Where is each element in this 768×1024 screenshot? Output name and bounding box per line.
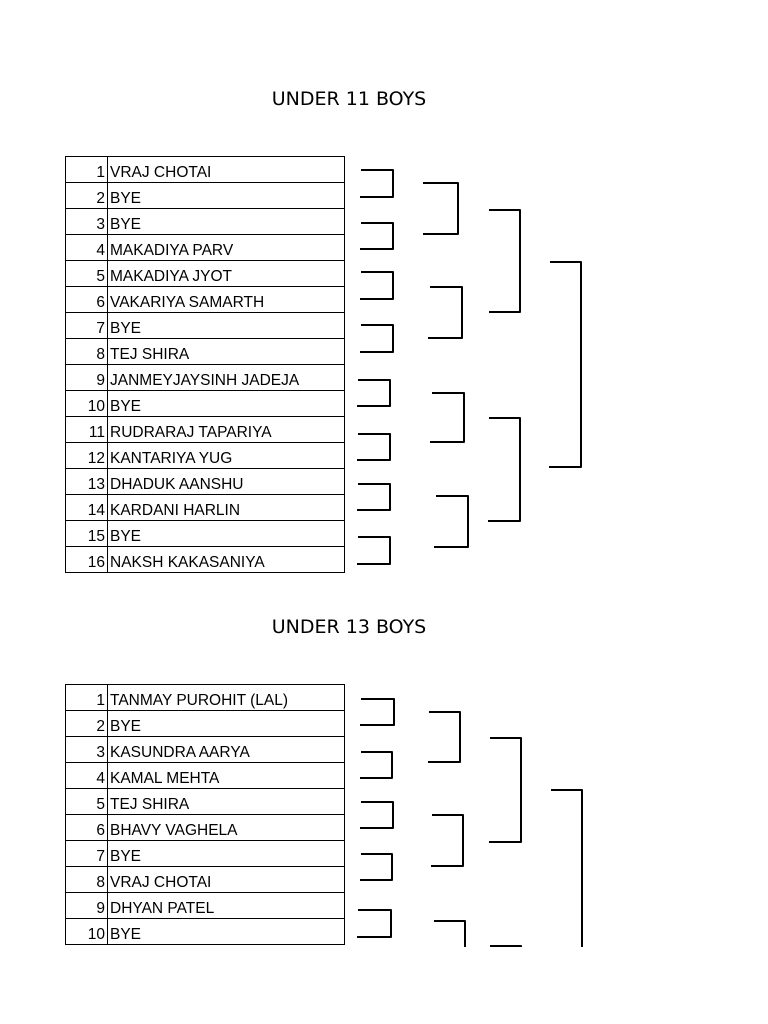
seed-number: 3 [65, 208, 108, 235]
seed-number: 7 [65, 312, 108, 339]
bracket-connector [431, 814, 464, 867]
bracket-connector [489, 209, 521, 313]
bracket-connector [488, 417, 521, 522]
bracket-connector [360, 853, 393, 881]
seed-number: 9 [65, 892, 108, 919]
seed-number: 5 [65, 788, 108, 815]
bracket-connector [423, 182, 459, 235]
player-name: NAKSH KAKASANIYA [107, 546, 345, 573]
bracket-connector [357, 433, 391, 461]
bracket-connector [551, 789, 583, 947]
player-name: BYE [107, 918, 345, 945]
bracket-connector [434, 495, 469, 548]
seed-number: 14 [65, 494, 108, 521]
bracket-lines-under-13 [357, 698, 583, 947]
seed-number: 3 [65, 736, 108, 763]
seed-number: 10 [65, 918, 108, 945]
bracket-connector [357, 379, 391, 407]
bracket-connector [430, 392, 465, 443]
section-title-under-13: UNDER 13 BOYS [271, 616, 427, 638]
player-name: VRAJ CHOTAI [107, 866, 345, 893]
player-name: BYE [107, 710, 345, 737]
bracket-connector [360, 698, 395, 726]
bracket-connector [428, 711, 461, 763]
bracket-connector [360, 751, 393, 779]
bracket-connector [360, 801, 394, 829]
seed-number: 11 [65, 416, 108, 443]
bracket-connector [357, 536, 391, 565]
section-title-under-11: UNDER 11 BOYS [271, 88, 427, 110]
bracket-connector [357, 909, 392, 938]
player-name: BYE [107, 182, 345, 209]
bracket-connector [489, 737, 522, 843]
player-name: KANTARIYA YUG [107, 442, 345, 469]
bracket-connector [490, 945, 522, 947]
bracket-connector [360, 324, 394, 353]
player-name: VRAJ CHOTAI [107, 156, 345, 183]
player-name: BYE [107, 208, 345, 235]
player-name: RUDRARAJ TAPARIYA [107, 416, 345, 443]
bracket-lines-under-11 [357, 169, 582, 565]
bracket-clip-under-13 [0, 684, 768, 947]
player-name: TEJ SHIRA [107, 788, 345, 815]
bracket-connector [549, 261, 582, 468]
player-name: KASUNDRA AARYA [107, 736, 345, 763]
bracket-connector [360, 222, 394, 250]
bracket-connector [434, 920, 466, 947]
seed-number: 6 [65, 286, 108, 313]
bracket-connector [357, 483, 391, 511]
seed-number: 4 [65, 234, 108, 261]
bracket-connector [428, 286, 463, 339]
player-name: MAKADIYA JYOT [107, 260, 345, 287]
player-name: TANMAY PUROHIT (LAL) [107, 684, 345, 711]
seed-number: 16 [65, 546, 108, 573]
seed-number: 2 [65, 710, 108, 737]
bracket-connector [360, 169, 394, 198]
player-name: KAMAL MEHTA [107, 762, 345, 789]
player-name: JANMEYJAYSINH JADEJA [107, 364, 345, 391]
bracket-connector [360, 271, 394, 300]
